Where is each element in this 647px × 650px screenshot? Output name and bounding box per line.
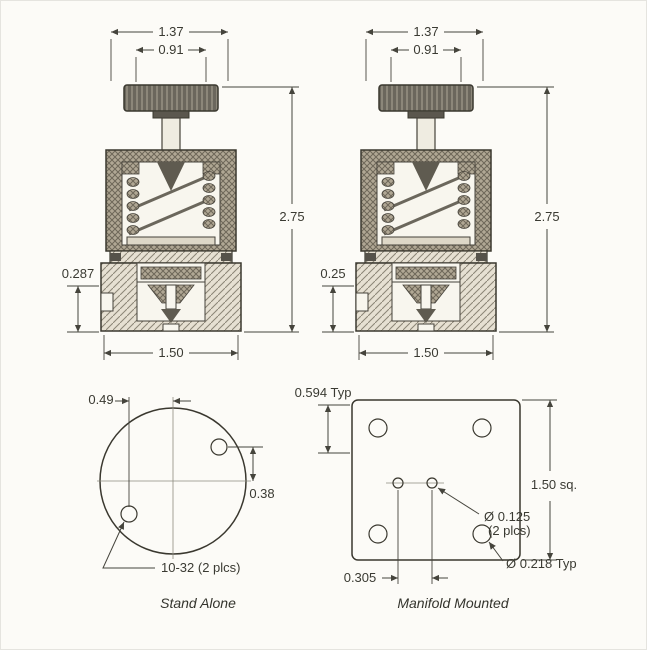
- body-outline-square: [351, 399, 521, 561]
- valve-cross-section-manifold: [354, 83, 498, 333]
- bottom-view-stand-alone: 0.49 0.38 10-32 (2 plcs) Stand Alone: [88, 392, 274, 611]
- bottom-port: [162, 323, 180, 332]
- dims-stand-alone-section: 1.37 0.91 2.75 0.287 1.50: [62, 24, 305, 360]
- center-hole-leader-line: [437, 487, 480, 515]
- dim-overall-height: 2.75: [534, 209, 559, 224]
- dim-port-height: 0.287: [62, 266, 95, 281]
- poppet-tip: [161, 309, 181, 323]
- dim-top-width: 1.37: [413, 24, 438, 39]
- mounting-hole-upper: [210, 438, 228, 456]
- corner-hole-tr: [472, 418, 492, 438]
- center-hole-left: [392, 477, 404, 489]
- spring: [126, 171, 216, 236]
- thread-callout: 10-32 (2 plcs): [161, 560, 240, 575]
- adjust-knob: [123, 84, 219, 112]
- corner-hole-br: [472, 524, 492, 544]
- dim-hole-edge-offset: 0.594 Typ: [295, 385, 352, 400]
- bottom-view-manifold: 0.594 Typ 1.50 sq. Ø 0.125 (2 plcs) Ø 0.…: [295, 385, 578, 611]
- bonnet-flange: [109, 250, 233, 264]
- dim-base-width: 1.50: [413, 345, 438, 360]
- dim-overall-height: 2.75: [279, 209, 304, 224]
- flange-nut-left: [110, 253, 121, 261]
- dim-knob-width: 0.91: [413, 42, 438, 57]
- dim-body-square: 1.50 sq.: [531, 477, 577, 492]
- screw-tip: [157, 162, 185, 191]
- corner-hole-bl: [368, 524, 388, 544]
- flange-nut-right: [221, 253, 232, 261]
- valve-cross-section: [100, 84, 242, 332]
- corner-hole-leader-line: [488, 541, 504, 562]
- side-port: [100, 292, 114, 312]
- callout-center-holes-line1: Ø 0.125: [484, 509, 530, 524]
- dim-hole-offset-horizontal: 0.49: [88, 392, 113, 407]
- adjust-stem: [161, 117, 181, 153]
- poppet-cap: [140, 266, 202, 280]
- corner-hole-tl: [368, 418, 388, 438]
- dim-top-width: 1.37: [158, 24, 183, 39]
- callout-corner-holes: Ø 0.218 Typ: [506, 556, 577, 571]
- dims-manifold-section: 1.37 0.91 2.75 0.25 1.50: [320, 24, 560, 360]
- dim-knob-width: 0.91: [158, 42, 183, 57]
- knob-collar: [152, 110, 190, 119]
- dim-hole-offset-vertical: 0.38: [249, 486, 274, 501]
- poppet-stem: [165, 284, 177, 310]
- retainer-left: [121, 161, 140, 175]
- dim-port-height: 0.25: [320, 266, 345, 281]
- mounting-hole-lower: [120, 505, 138, 523]
- dim-base-width: 1.50: [158, 345, 183, 360]
- caption-manifold-mounted: Manifold Mounted: [397, 595, 510, 611]
- center-hole-right: [426, 477, 438, 489]
- thread-leader-line: [102, 521, 155, 569]
- dim-center-hole-spacing: 0.305: [344, 570, 377, 585]
- caption-stand-alone: Stand Alone: [160, 595, 236, 611]
- spring-seat: [126, 236, 216, 246]
- callout-center-holes-line2: (2 plcs): [488, 523, 531, 538]
